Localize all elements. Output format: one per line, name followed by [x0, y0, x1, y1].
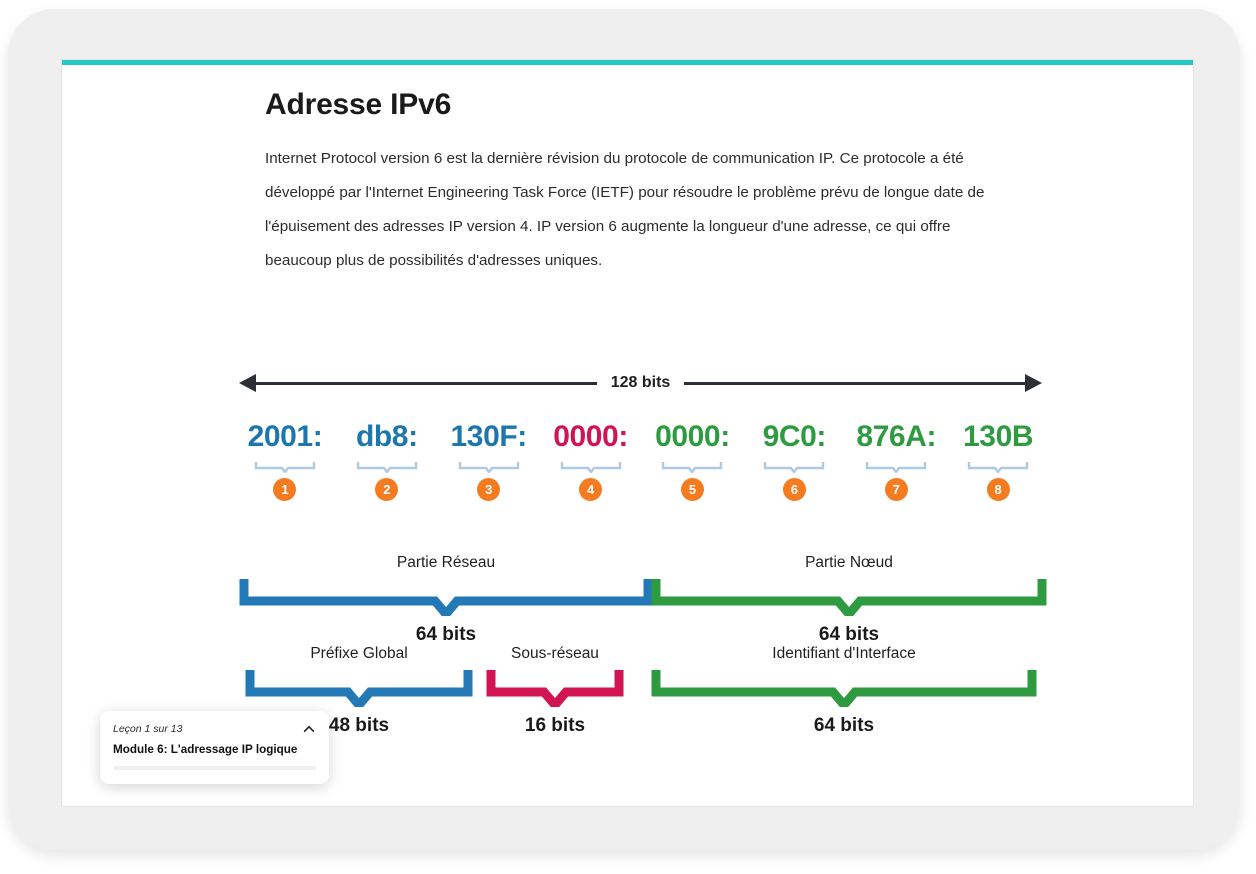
hextet-group: 130B 8 [947, 422, 1049, 501]
lesson-content-card: Adresse IPv6 Internet Protocol version 6… [62, 60, 1193, 806]
lesson-progress-popup[interactable]: Leçon 1 sur 13 Module 6: L'adressage IP … [100, 711, 329, 784]
hextet-group: 130F: 3 [438, 422, 540, 501]
hextet-group-row: 2001: 1 db8: 2 130F: 3 0000: 4 0000: 5 9C0: 6 876A: 7… [234, 422, 1049, 501]
hextet-value: 130F: [450, 420, 528, 453]
arrow-right-head-icon [1025, 374, 1042, 392]
hextet-index-badge: 8 [986, 478, 1010, 501]
hextet-value: 876A: [856, 420, 937, 453]
total-width-arrow: 128 bits [239, 368, 1042, 398]
lesson-counter: Leçon 1 sur 13 [113, 723, 183, 735]
hextet-value: db8: [355, 420, 418, 453]
hextet-brace-icon [764, 462, 825, 473]
hextet-brace-icon [967, 462, 1029, 473]
brace-subnet-icon [486, 670, 624, 707]
hextet-value: 2001: [247, 420, 323, 453]
hextet-group: 876A: 7 [845, 422, 947, 501]
article-paragraph: Internet Protocol version 6 est la derni… [265, 150, 985, 269]
hextet-group: db8: 2 [336, 422, 438, 501]
hextet-brace-icon [865, 462, 927, 473]
hextet-brace-icon [356, 462, 418, 473]
hextet-index-badge: 2 [375, 478, 399, 501]
field-group-interface-id: Identifiant d'Interface 64 bits [651, 645, 1037, 745]
hextet-group: 0000: 4 [540, 422, 642, 501]
lesson-progress-bar [113, 766, 316, 770]
hextet-value: 130B [963, 420, 1034, 453]
hextet-index-badge: 1 [273, 478, 297, 501]
field-caption-interface-id: Identifiant d'Interface [772, 645, 916, 662]
hextet-brace-icon [662, 462, 723, 473]
hextet-index-badge: 7 [884, 478, 908, 501]
article-block: Adresse IPv6 Internet Protocol version 6… [265, 88, 1005, 278]
hextet-group: 2001: 1 [234, 422, 336, 501]
brace-node-icon [651, 579, 1047, 616]
ipv6-address-diagram: 128 bits 2001: 1 db8: 2 130F: 3 0000: 4 0000: 5 9C… [62, 60, 1193, 806]
hextet-group: 9C0: 6 [743, 422, 845, 501]
hextet-value: 9C0: [762, 420, 827, 453]
hextet-value: 0000: [655, 420, 730, 453]
half-bits-node: 64 bits [818, 624, 880, 645]
half-caption-network: Partie Réseau [396, 554, 496, 571]
lesson-module-title: Module 6: L'adressage IP logique [113, 743, 298, 756]
half-bits-network: 64 bits [415, 624, 477, 645]
half-group-network: Partie Réseau 64 bits [239, 554, 653, 654]
lesson-popup-header: Leçon 1 sur 13 [113, 722, 316, 736]
chevron-up-icon[interactable] [302, 722, 316, 736]
field-bits-interface-id: 64 bits [813, 715, 875, 736]
arrow-line-right [684, 381, 1025, 385]
field-group-prefix: Préfixe Global 48 bits [245, 645, 473, 745]
half-caption-node: Partie Nœud [805, 554, 893, 571]
brace-prefix-icon [245, 670, 473, 707]
hextet-group: 0000: 5 [642, 422, 744, 501]
field-caption-prefix: Préfixe Global [310, 645, 408, 662]
half-group-node: Partie Nœud 64 bits [651, 554, 1047, 654]
hextet-index-badge: 3 [477, 478, 501, 501]
hextet-brace-icon [560, 462, 621, 473]
field-caption-subnet: Sous-réseau [511, 645, 599, 662]
field-bits-prefix: 48 bits [328, 715, 390, 736]
brace-network-icon [239, 579, 653, 616]
hextet-value: 0000: [553, 420, 628, 453]
page-title: Adresse IPv6 [265, 88, 452, 121]
total-width-label: 128 bits [610, 374, 671, 391]
hextet-index-badge: 4 [579, 478, 603, 501]
hextet-brace-icon [254, 462, 316, 473]
card-accent-bar [62, 60, 1193, 65]
field-group-subnet: Sous-réseau 16 bits [486, 645, 624, 745]
hextet-index-badge: 6 [782, 478, 806, 501]
arrow-line-left [256, 381, 597, 385]
hextet-brace-icon [458, 462, 519, 473]
brace-interface-id-icon [651, 670, 1037, 707]
hextet-index-badge: 5 [680, 478, 704, 501]
field-bits-subnet: 16 bits [524, 715, 586, 736]
arrow-left-head-icon [239, 374, 256, 392]
